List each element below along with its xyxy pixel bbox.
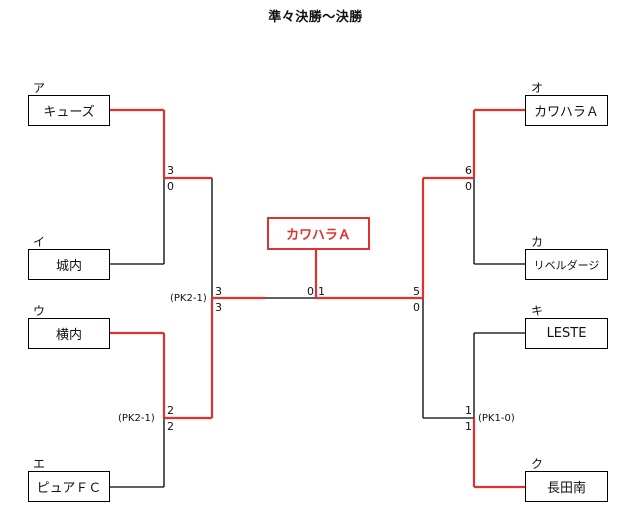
champion-box: カワハラＡ: [267, 217, 370, 250]
score-sf2-bottom: 0: [413, 301, 420, 314]
team-o-name: カワハラＡ: [534, 105, 599, 120]
team-ki-name: LESTE: [546, 326, 587, 341]
score-sf2-top: 5: [413, 285, 420, 298]
team-ku-name: 長田南: [546, 481, 586, 496]
score-qf3-top: 6: [465, 164, 472, 177]
team-i-name: 城内: [55, 259, 82, 274]
team-a-box: キューズ: [28, 95, 110, 126]
team-ka-box: リベルダージ: [525, 249, 608, 280]
team-e-kana: エ: [33, 457, 46, 471]
team-o-box: カワハラＡ: [525, 95, 608, 126]
score-final-right: 1: [318, 285, 325, 298]
score-final-left: 0: [307, 285, 314, 298]
score-qf2-bottom: 2: [167, 420, 174, 433]
team-o-kana: オ: [531, 81, 544, 95]
team-e-name: ピュアＦＣ: [36, 481, 102, 496]
team-ki-kana: キ: [531, 304, 544, 318]
pk-sf1: (PK2-1): [170, 293, 207, 304]
pk-qf2: (PK2-1): [118, 413, 155, 424]
team-a-name: キューズ: [43, 105, 95, 120]
team-ka-kana: カ: [531, 235, 544, 249]
team-u-kana: ウ: [33, 304, 46, 318]
team-u-name: 横内: [55, 328, 82, 343]
team-i-kana: イ: [33, 235, 46, 249]
score-qf4-top: 1: [465, 404, 472, 417]
score-qf1-top: 3: [167, 164, 174, 177]
score-qf4-bottom: 1: [465, 420, 472, 433]
score-qf3-bottom: 0: [465, 180, 472, 193]
team-ka-name: リベルダージ: [533, 258, 600, 272]
team-e-box: ピュアＦＣ: [28, 471, 110, 502]
score-sf1-top: 3: [215, 285, 222, 298]
score-sf1-bottom: 3: [215, 301, 222, 314]
score-qf2-top: 2: [167, 404, 174, 417]
team-ku-box: 長田南: [525, 471, 608, 502]
team-ki-box: LESTE: [525, 318, 608, 349]
team-u-box: 横内: [28, 318, 110, 349]
team-i-box: 城内: [28, 249, 110, 280]
team-a-kana: ア: [33, 81, 46, 95]
page-title: 準々決勝～決勝: [268, 10, 363, 25]
team-ku-kana: ク: [531, 457, 544, 471]
pk-qf4: (PK1-0): [478, 413, 515, 424]
score-qf1-bottom: 0: [167, 180, 174, 193]
